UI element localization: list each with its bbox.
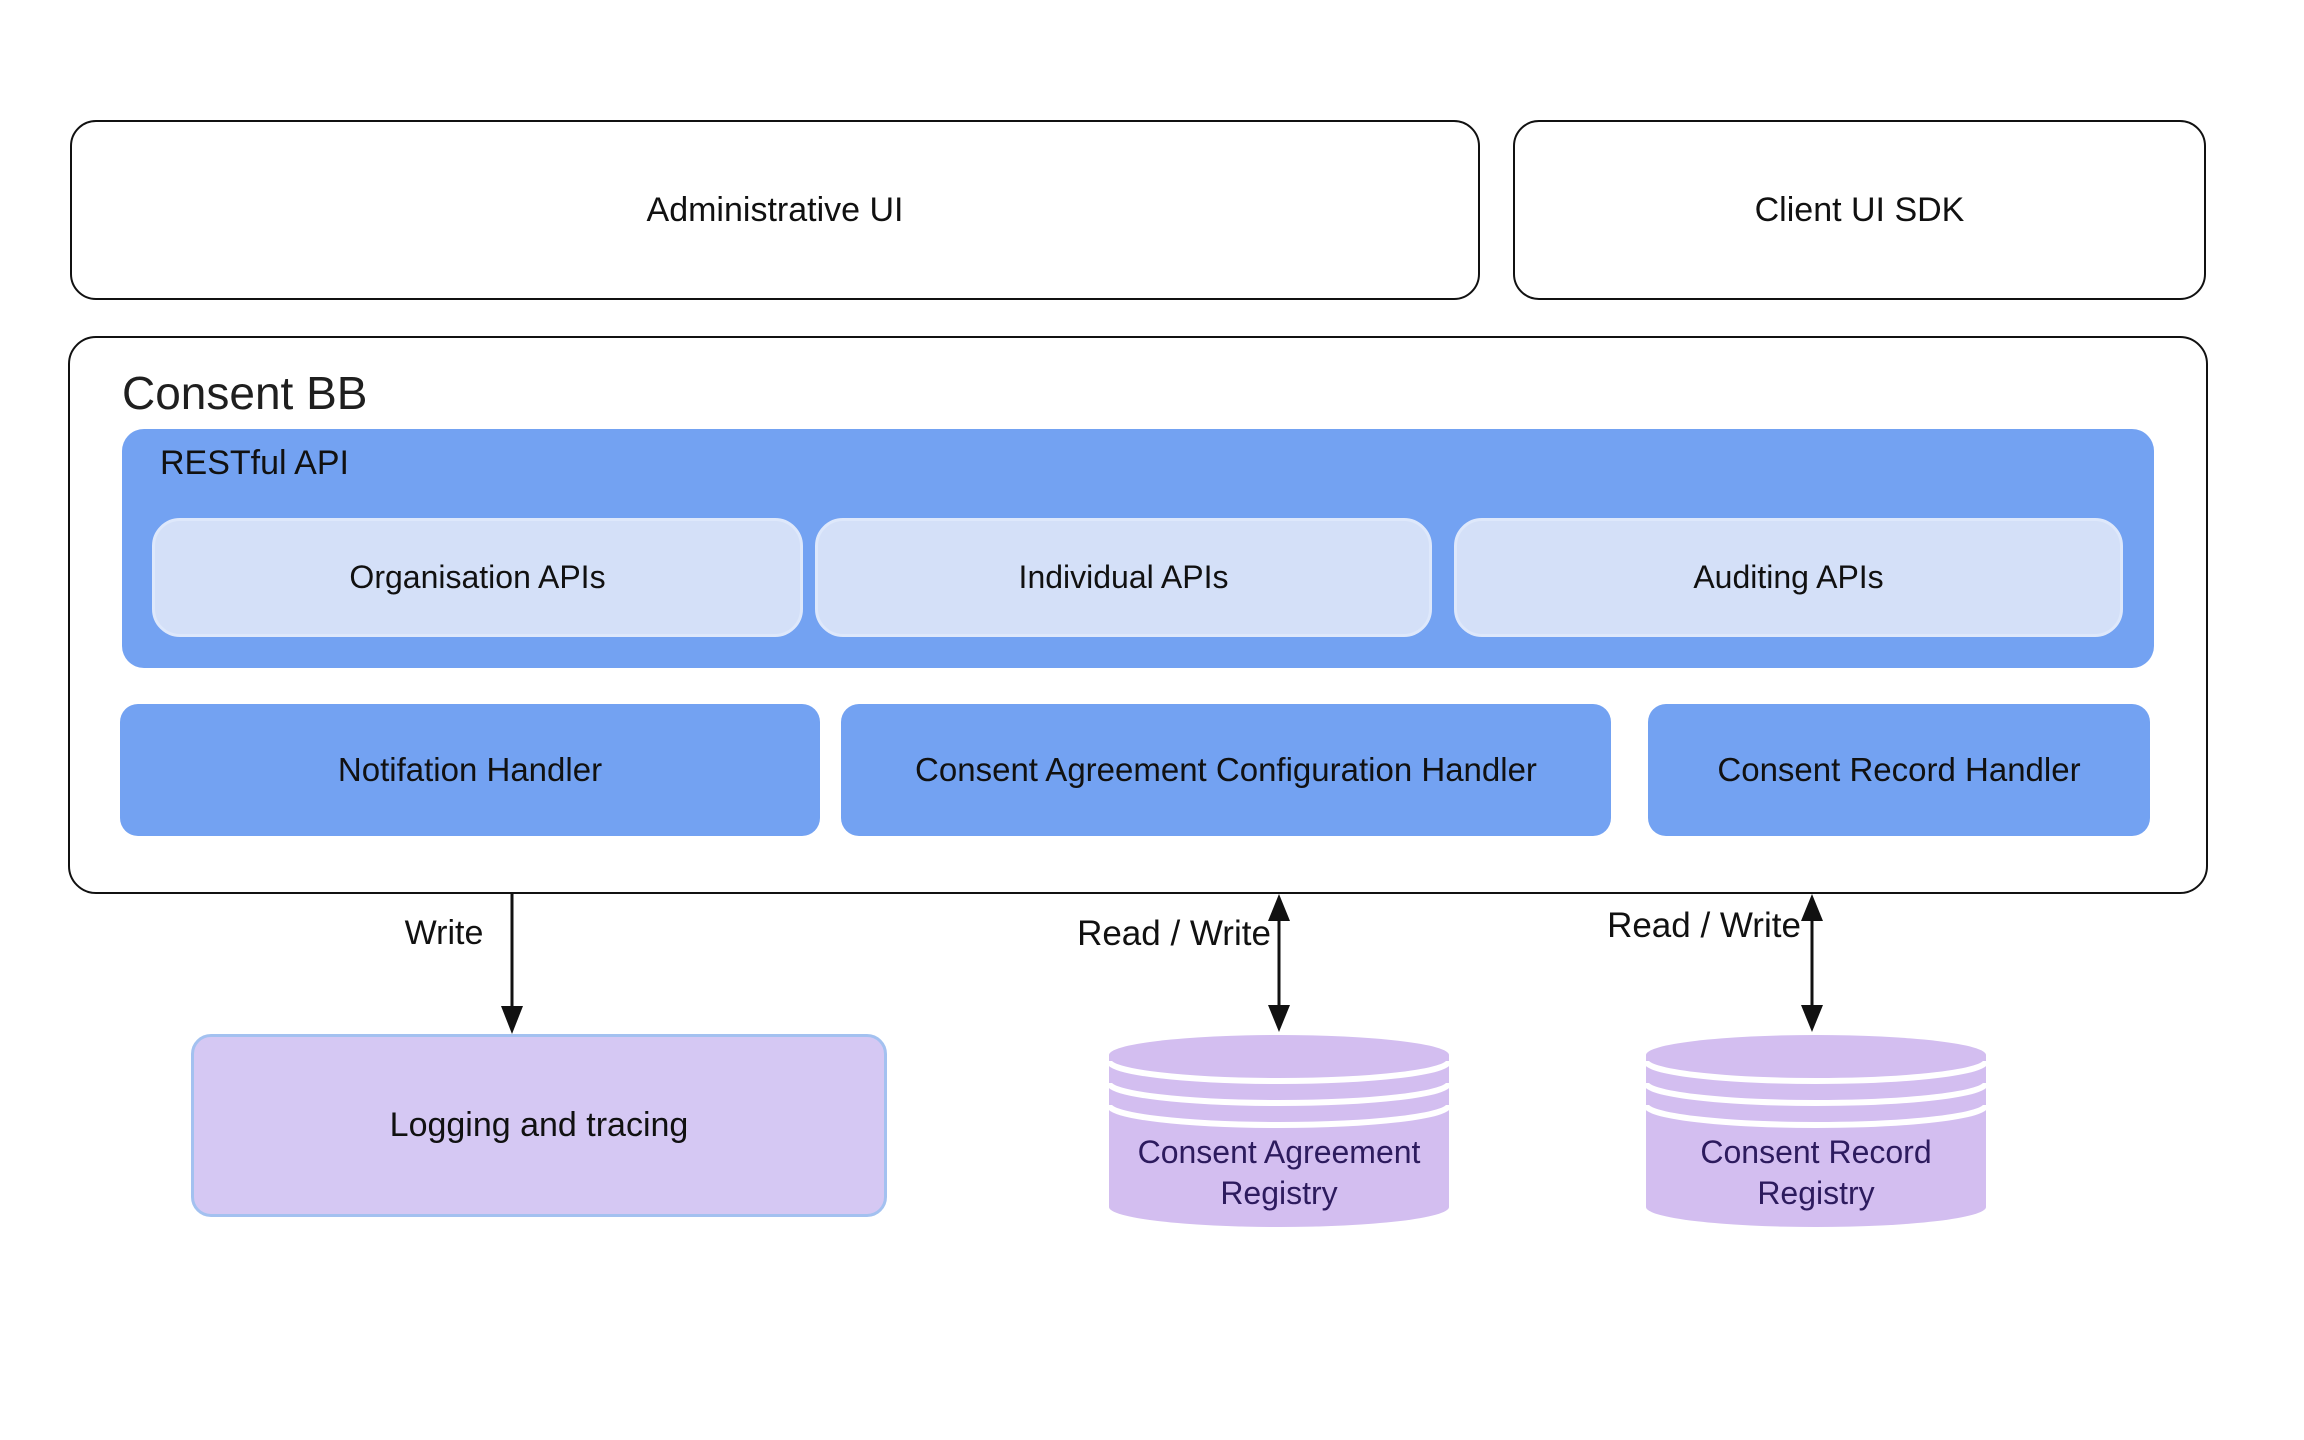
double-arrow-icon [1801,894,1823,1032]
consent-record-handler-label: Consent Record Handler [1717,751,2081,788]
administrative-ui-label: Administrative UI [646,190,904,229]
logging-and-tracing-label: Logging and tracing [389,1106,689,1144]
read-write-flow-label: Read / Write [1077,914,1271,953]
consent-agreement-registry-cylinder: Consent Agreement Registry [1108,1035,1450,1227]
double-arrow-icon [1268,894,1290,1032]
consent-agreement-registry-label: Consent Agreement Registry [1108,1035,1450,1227]
write-flow-label: Write [404,914,484,952]
consent-agreement-configuration-handler-box: Consent Agreement Configuration Handler [841,704,1611,836]
consent-agreement-configuration-handler-label: Consent Agreement Configuration Handler [915,751,1537,788]
individual-apis-label: Individual APIs [1018,559,1229,595]
organisation-apis-label: Organisation APIs [349,559,606,595]
individual-apis-box: Individual APIs [815,518,1432,637]
consent-record-handler-box: Consent Record Handler [1648,704,2150,836]
restful-api-label: RESTful API [160,444,349,482]
organisation-apis-box: Organisation APIs [152,518,803,637]
consent-record-registry-cylinder: Consent Record Registry [1645,1035,1987,1227]
database-icon [1108,1035,1450,1227]
notification-handler-label: Notifation Handler [337,751,603,788]
registry-label-line2: Registry [1220,1175,1338,1211]
consent-bb-title: Consent BB [122,367,368,419]
auditing-apis-box: Auditing APIs [1454,518,2123,637]
client-ui-sdk-label: Client UI SDK [1754,190,1965,229]
registry-label-line1: Consent Agreement [1137,1134,1421,1170]
database-icon [1645,1035,1987,1227]
client-ui-sdk-box: Client UI SDK [1513,120,2206,300]
notification-handler-box: Notifation Handler [120,704,820,836]
consent-record-registry-label: Consent Record Registry [1645,1035,1987,1227]
read-write-flow-label: Read / Write [1607,906,1801,945]
down-arrow-icon [501,894,523,1034]
administrative-ui-box: Administrative UI [70,120,1480,300]
logging-and-tracing-box: Logging and tracing [191,1034,887,1217]
registry-label-line2: Registry [1757,1175,1875,1211]
registry-label-line1: Consent Record [1700,1134,1932,1170]
auditing-apis-label: Auditing APIs [1693,559,1884,595]
